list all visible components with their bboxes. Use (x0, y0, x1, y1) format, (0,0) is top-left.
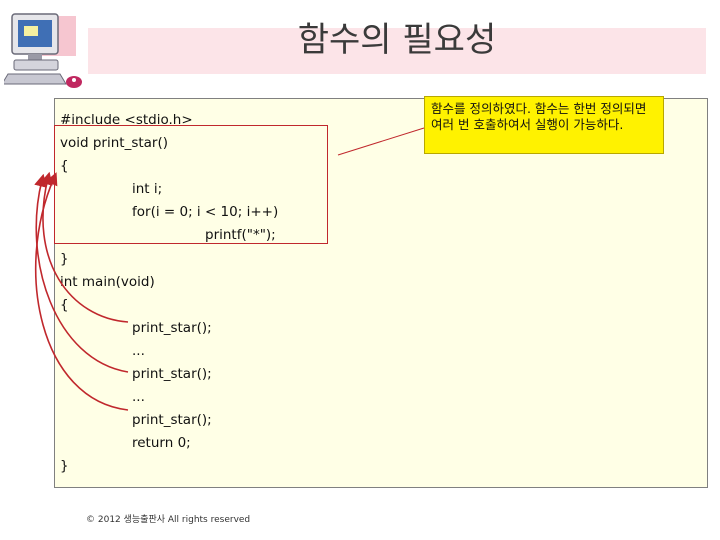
code-line: print_star(); (132, 320, 212, 336)
title-band (88, 28, 706, 74)
code-line: printf("*"); (205, 227, 276, 243)
callout-note: 함수를 정의하였다. 함수는 한번 정의되면 여러 번 호출하여서 실행이 가능… (424, 96, 664, 154)
slide-title: 함수의 필요성 (297, 20, 497, 60)
code-line: int i; (132, 181, 163, 197)
code-line: } (60, 458, 69, 474)
code-line: { (60, 297, 69, 313)
code-line: } (60, 251, 69, 267)
code-line: print_star(); (132, 412, 212, 428)
code-line: print_star(); (132, 366, 212, 382)
code-box (54, 98, 708, 488)
code-line: { (60, 158, 69, 174)
code-line: int main(void) (60, 274, 155, 290)
copyright-footer: © 2012 생능출판사 All rights reserved (86, 515, 251, 525)
code-line: ... (132, 389, 145, 405)
code-line: for(i = 0; i < 10; i++) (132, 204, 279, 220)
code-line: ... (132, 343, 145, 359)
code-line: void print_star() (60, 135, 169, 151)
code-line: #include <stdio.h> (60, 112, 193, 128)
computer-icon (4, 13, 82, 88)
code-line: return 0; (132, 435, 191, 451)
